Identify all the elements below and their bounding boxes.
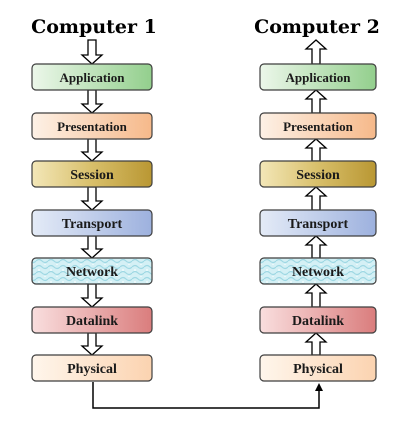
up-arrow-icon — [304, 186, 328, 211]
computer-1-stack: Computer 1 ApplicationPresentationSessio… — [31, 16, 157, 382]
up-arrow-icon — [304, 283, 328, 308]
computer-2-layers: ApplicationPresentationSessionTransportN… — [259, 63, 377, 382]
layer-box-transport — [259, 209, 377, 237]
layer-label-session: Session — [296, 168, 340, 183]
down-arrow-icon — [80, 283, 104, 308]
link-arrowhead-icon — [315, 383, 323, 391]
layer-label-presentation: Presentation — [283, 119, 354, 134]
down-arrow-icon — [80, 235, 104, 259]
layer-label-network: Network — [292, 265, 344, 280]
layer-label-datalink: Datalink — [66, 314, 118, 329]
down-arrow-icon — [80, 138, 104, 162]
up-arrow-icon — [304, 39, 328, 65]
layer-box-datalink — [259, 306, 377, 334]
layer-box-application — [31, 63, 153, 91]
layer-box-application — [259, 63, 377, 91]
layer-label-datalink: Datalink — [292, 314, 344, 329]
computer-2-stack: Computer 2 ApplicationPresentationSessio… — [254, 16, 380, 382]
down-arrow-icon — [80, 89, 104, 114]
down-arrow-icon — [80, 186, 104, 211]
layer-box-presentation — [259, 112, 377, 140]
layer-label-physical: Physical — [67, 362, 117, 377]
layer-box-presentation — [31, 112, 153, 140]
layer-box-transport — [31, 209, 153, 237]
layer-label-transport: Transport — [62, 217, 123, 232]
up-arrow-icon — [304, 332, 328, 356]
layer-box-network — [31, 257, 153, 285]
layer-box-physical — [31, 354, 153, 382]
layer-label-transport: Transport — [288, 217, 349, 232]
computer-1-arrows — [80, 39, 104, 356]
layer-box-session — [31, 160, 153, 188]
layer-label-session: Session — [70, 168, 114, 183]
down-arrow-icon — [80, 39, 104, 65]
up-arrow-icon — [304, 235, 328, 259]
computer-1-layers: ApplicationPresentationSessionTransportN… — [31, 63, 153, 382]
layer-box-datalink — [31, 306, 153, 334]
computer-1-title: Computer 1 — [31, 16, 157, 38]
layer-label-physical: Physical — [293, 362, 343, 377]
layer-label-application: Application — [285, 70, 351, 85]
up-arrow-icon — [304, 138, 328, 162]
physical-link-connector — [92, 382, 323, 409]
layer-label-application: Application — [59, 70, 125, 85]
layer-box-network — [259, 257, 377, 285]
up-arrow-icon — [304, 89, 328, 114]
layer-label-presentation: Presentation — [57, 119, 128, 134]
computer-2-title: Computer 2 — [254, 16, 380, 38]
down-arrow-icon — [80, 332, 104, 356]
layer-label-network: Network — [66, 265, 118, 280]
layer-box-session — [259, 160, 377, 188]
layer-box-physical — [259, 354, 377, 382]
